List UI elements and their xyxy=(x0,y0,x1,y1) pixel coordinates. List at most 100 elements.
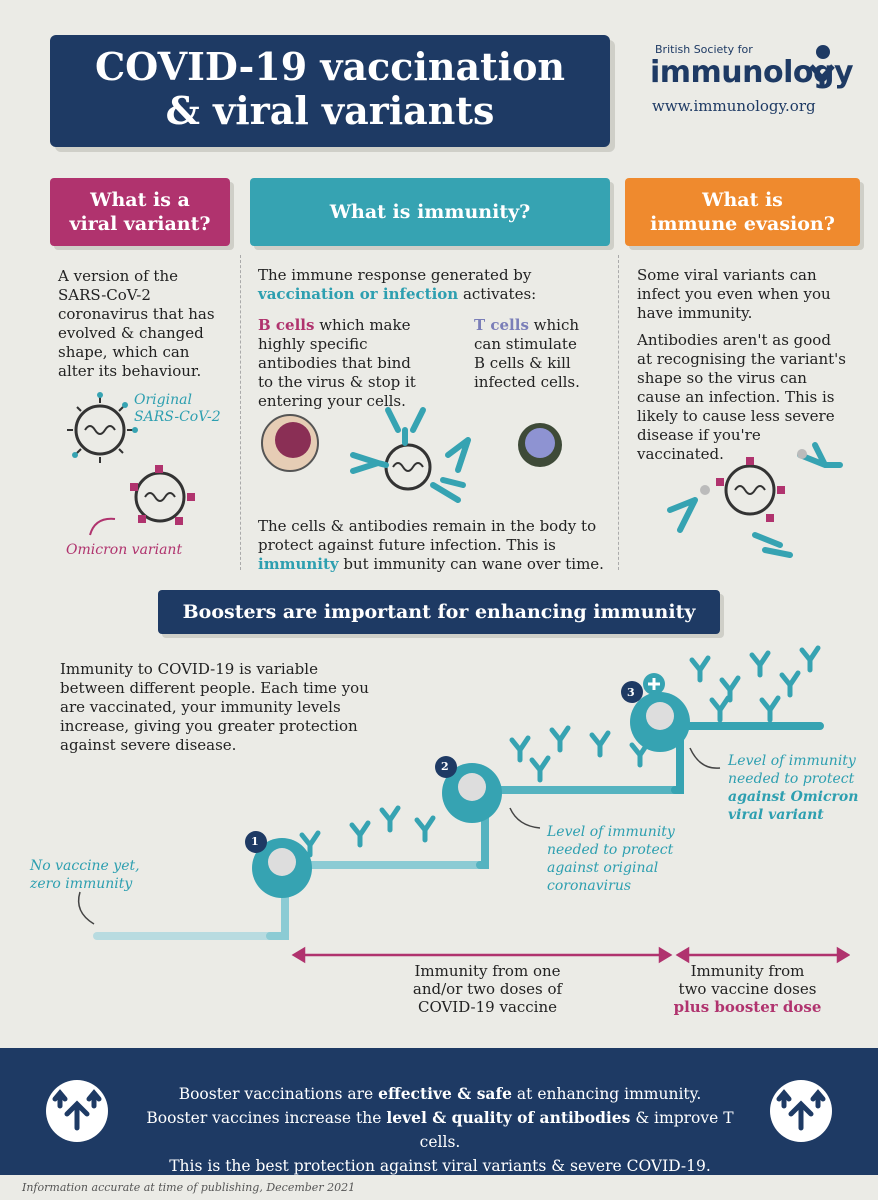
booster-dose-term: plus booster dose xyxy=(673,998,822,1016)
text-line: increase, giving you greater protection xyxy=(60,717,358,735)
b-cell-icon xyxy=(261,414,319,472)
text-line: infected cells. xyxy=(474,373,580,391)
text-line: to the virus & stop it xyxy=(258,373,416,391)
text-line: COVID-19 vaccine xyxy=(417,998,558,1016)
omicron-level-label: Level of immunity needed to protect agai… xyxy=(728,752,858,824)
text-line: Some viral variants can xyxy=(637,266,817,284)
text-span: which xyxy=(528,316,580,334)
immune-evasion-illustration xyxy=(667,442,843,558)
text-line: between different people. Each time you xyxy=(60,679,369,697)
label-line: SARS-CoV-2 xyxy=(134,409,221,425)
blocked-icon xyxy=(700,485,710,495)
b-cells-description: B cells which make highly specific antib… xyxy=(258,316,463,411)
text-line: at recognising the variant's xyxy=(637,350,846,368)
omicron-virus-icon xyxy=(130,465,195,525)
t-cells-term: T cells xyxy=(474,316,529,334)
step-3-number: 3 xyxy=(627,686,635,699)
logo-url[interactable]: www.immunology.org xyxy=(652,97,816,115)
step-1-number: 1 xyxy=(251,835,259,848)
text-line: two vaccine doses xyxy=(678,980,817,998)
text-span: but immunity can wane over time. xyxy=(338,555,604,573)
evasion-heading-line1: What is xyxy=(702,189,783,211)
antibody-cluster-icon xyxy=(299,645,821,858)
immune-cells-illustration xyxy=(261,407,562,503)
text-span: & improve T cells. xyxy=(419,1109,734,1151)
footer-banner xyxy=(0,1048,878,1175)
text-line: and/or two doses of xyxy=(412,980,563,998)
omicron-variant-label: Omicron variant xyxy=(66,542,183,558)
text-line: shape so the virus can xyxy=(637,369,807,387)
evasion-heading-line2: immune evasion? xyxy=(650,213,835,235)
original-sars-cov-2-label: Original SARS-CoV-2 xyxy=(134,392,221,426)
label-line: Original xyxy=(134,392,192,408)
vaccination-step-2-icon xyxy=(435,756,502,823)
text-line: Antibodies aren't as good xyxy=(637,331,831,349)
immunity-intro: The immune response generated by vaccina… xyxy=(258,266,608,304)
b-cells-term: B cells xyxy=(258,316,315,334)
label-line: needed to protect xyxy=(547,842,674,858)
text-line: A version of the xyxy=(58,267,178,285)
text-span: which make xyxy=(314,316,411,334)
title-banner: COVID-19 vaccination & viral variants xyxy=(50,35,610,147)
text-line: coronavirus that has xyxy=(58,305,215,323)
arrow-icon xyxy=(509,807,541,829)
arrow-icon xyxy=(89,517,116,536)
t-cells-description: T cells which can stimulate B cells & ki… xyxy=(474,316,609,392)
text-line: vaccinated. xyxy=(637,445,724,463)
bold-text: effective & safe xyxy=(378,1084,512,1103)
text-line: shape, which can xyxy=(58,343,190,361)
vaccination-step-1-icon xyxy=(245,831,312,898)
logo-subtitle: British Society for xyxy=(655,43,753,56)
boosters-description: Immunity to COVID-19 is variable between… xyxy=(60,660,460,755)
immunity-staircase-diagram xyxy=(77,645,824,940)
text-line: can stimulate xyxy=(474,335,577,353)
arrow-icon xyxy=(77,891,95,925)
variant-description: A version of the SARS-CoV-2 coronavirus … xyxy=(58,267,238,381)
text-span: at enhancing immunity. xyxy=(512,1085,702,1103)
text-line: infect you even when you xyxy=(637,285,831,303)
text-line: The immune response generated by xyxy=(258,266,532,284)
label-line: against Omicron xyxy=(728,789,859,805)
text-line: antibodies that bind xyxy=(258,354,411,372)
t-cell-icon xyxy=(518,423,562,467)
omicron-virus-icon xyxy=(724,464,776,516)
variant-heading: What is a viral variant? xyxy=(50,178,230,246)
text-line: against severe disease. xyxy=(60,736,237,754)
immunity-heading: What is immunity? xyxy=(250,178,610,246)
text-line: Immunity from one xyxy=(414,962,561,980)
column-divider xyxy=(240,255,241,570)
title-line2: & viral variants xyxy=(165,88,495,133)
text-span: Booster vaccines increase the xyxy=(146,1109,387,1127)
text-line: The cells & antibodies remain in the bod… xyxy=(258,517,597,535)
antibody-icon xyxy=(667,442,843,558)
range-booster-dose: Immunity from two vaccine doses plus boo… xyxy=(665,962,830,1016)
boost-arrows-icon xyxy=(46,1080,108,1142)
bold-text: level & quality of antibodies xyxy=(386,1108,631,1127)
text-span: Booster vaccinations are xyxy=(178,1085,379,1103)
step-2-number: 2 xyxy=(441,760,449,773)
label-line: Level of immunity xyxy=(728,753,856,769)
text-line: protect against future infection. This i… xyxy=(258,536,556,554)
label-line: No vaccine yet, xyxy=(30,858,140,874)
text-line: have immunity. xyxy=(637,304,753,322)
text-line: cause an infection. This is xyxy=(637,388,835,406)
label-line: zero immunity xyxy=(30,876,133,892)
highlight-text: vaccination or infection xyxy=(258,285,459,303)
range-one-two-doses: Immunity from one and/or two doses of CO… xyxy=(390,962,585,1016)
no-vaccine-label: No vaccine yet, zero immunity xyxy=(30,857,140,893)
text-line: B cells & kill xyxy=(474,354,571,372)
immunity-term: immunity xyxy=(258,555,339,573)
original-virus-icon xyxy=(67,392,138,463)
text-line: likely to cause less severe xyxy=(637,407,835,425)
vaccination-step-3-icon xyxy=(621,673,690,752)
text-line: This is the best protection against vira… xyxy=(169,1157,711,1175)
range-arrows xyxy=(291,946,850,964)
virus-illustration xyxy=(67,392,195,536)
immunity-conclusion: The cells & antibodies remain in the bod… xyxy=(258,517,613,574)
column-divider xyxy=(618,255,619,570)
text-line: Immunity from xyxy=(690,962,805,980)
variant-heading-line1: What is a xyxy=(90,189,190,211)
text-line: highly specific xyxy=(258,335,368,353)
text-line: SARS-CoV-2 xyxy=(58,286,151,304)
title-line1: COVID-19 vaccination xyxy=(94,44,566,89)
